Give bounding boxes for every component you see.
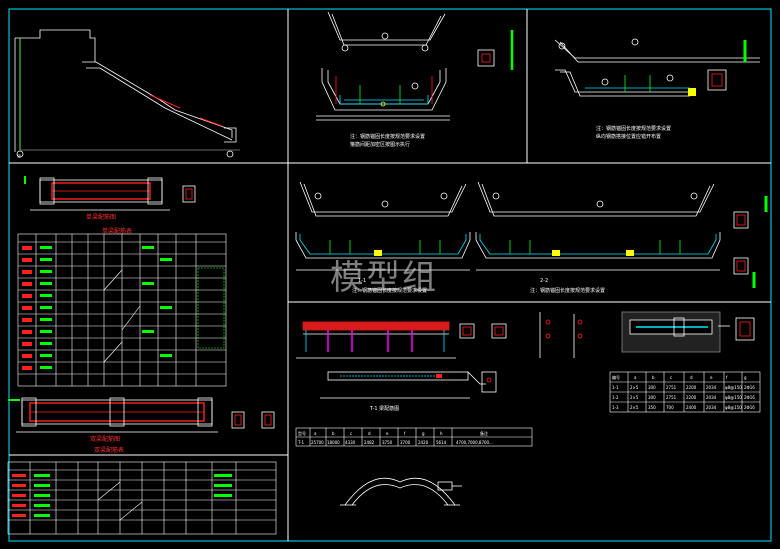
rt-2-5: 2034 bbox=[706, 395, 717, 400]
bt-r1: 25700 bbox=[311, 440, 324, 445]
svg-text:①: ① bbox=[17, 154, 22, 160]
rt-3-2: 350 bbox=[648, 405, 656, 410]
rt-1-4: 2200 bbox=[686, 385, 697, 390]
rt-1-5: 2034 bbox=[706, 385, 717, 390]
svg-text:注：钢筋锚固长度按规范要求设置: 注：钢筋锚固长度按规范要求设置 bbox=[596, 125, 671, 132]
bt-h9: 备注 bbox=[480, 430, 488, 436]
rt-3-4: 2400 bbox=[686, 405, 697, 410]
bt-r7: 2420 bbox=[418, 440, 429, 445]
rt-0-6: f bbox=[726, 375, 728, 380]
table-2-title: 双梁配筋表 bbox=[94, 447, 125, 454]
rt-0-2: b bbox=[652, 375, 655, 380]
rt-2-3: 2751 bbox=[666, 395, 677, 400]
bottom-table-text: 型号 a b c d e f g h 备注 T-1 25700 18000 43… bbox=[297, 430, 493, 445]
rt-2-4: 2200 bbox=[686, 395, 697, 400]
rt-0-7: g bbox=[744, 375, 747, 380]
arch-detail bbox=[340, 477, 462, 506]
svg-text:箍筋间距加密区按图示执行: 箍筋间距加密区按图示执行 bbox=[350, 141, 410, 148]
bt-h6: f bbox=[404, 431, 406, 436]
trough-section-2 bbox=[554, 38, 760, 97]
rt-0-0: 编号 bbox=[612, 374, 620, 380]
rt-3-7: 2Φ16 bbox=[744, 405, 755, 410]
bt-r0: T-1 bbox=[297, 440, 305, 445]
beam-rebar-drawing-1 bbox=[24, 176, 196, 211]
bt-h5: e bbox=[386, 431, 389, 436]
table-1-green-cells bbox=[40, 246, 172, 369]
table-1-title: 单梁配筋表 bbox=[102, 228, 133, 235]
rt-1-1: 2×5 bbox=[630, 385, 639, 390]
anchor-detail bbox=[539, 311, 755, 358]
beam-rebar-drawing-2 bbox=[8, 397, 275, 433]
svg-text:2-2: 2-2 bbox=[540, 278, 548, 284]
right-table-text: 编号 a b c d e f g 1-1 2×5 300 2751 2200 2… bbox=[612, 374, 755, 410]
rt-2-1: 2×5 bbox=[630, 395, 639, 400]
svg-text:T-1 梁配筋图: T-1 梁配筋图 bbox=[369, 405, 399, 412]
rt-3-5: 2034 bbox=[706, 405, 717, 410]
frame-elevation bbox=[296, 321, 507, 399]
rt-2-7: 2Φ16 bbox=[744, 395, 755, 400]
rt-1-3: 2751 bbox=[666, 385, 677, 390]
bt-h7: g bbox=[422, 431, 425, 436]
beam-1-caption: 单梁配筋图 bbox=[86, 214, 117, 221]
svg-text:纵向钢筋搭接位置应错开布置: 纵向钢筋搭接位置应错开布置 bbox=[596, 133, 661, 140]
rt-0-3: c bbox=[670, 375, 672, 380]
bt-h1: a bbox=[314, 431, 317, 436]
svg-text:注：钢筋锚固长度按规范要求设置: 注：钢筋锚固长度按规范要求设置 bbox=[350, 133, 425, 140]
bottom-data-table bbox=[295, 427, 533, 447]
bt-r9: 4700,7000,8700... bbox=[456, 440, 493, 445]
table-1-red-cells bbox=[22, 246, 32, 370]
svg-text:注：钢筋锚固长度按规范要求设置: 注：钢筋锚固长度按规范要求设置 bbox=[352, 287, 427, 294]
rt-3-6: φ8@150 bbox=[725, 405, 742, 410]
bt-h3: c bbox=[350, 431, 352, 436]
svg-text:1-1: 1-1 bbox=[358, 278, 366, 284]
bt-r5: 3750 bbox=[382, 440, 393, 445]
beam-rebar-table-1 bbox=[17, 233, 227, 387]
stair-elevation: ① bbox=[14, 29, 240, 160]
bt-h8: h bbox=[440, 431, 443, 436]
rt-3-0: 1-3 bbox=[612, 405, 619, 410]
beam-2-caption: 双梁配筋图 bbox=[90, 436, 121, 443]
beam-rebar-table-2 bbox=[7, 461, 277, 535]
rt-2-6: φ8@150 bbox=[725, 395, 742, 400]
rt-0-4: d bbox=[690, 375, 693, 380]
trough-section-1 bbox=[316, 11, 514, 121]
watermark: 模型组 bbox=[330, 258, 438, 298]
rt-3-1: 2×5 bbox=[630, 405, 639, 410]
bt-h4: d bbox=[368, 431, 371, 436]
rt-3-3: 700 bbox=[666, 405, 674, 410]
rt-0-1: a bbox=[634, 375, 637, 380]
bt-h2: b bbox=[332, 431, 335, 436]
rt-1-7: 2Φ16 bbox=[744, 385, 755, 390]
sheet-frame bbox=[8, 8, 772, 542]
double-trough-sections bbox=[295, 181, 768, 288]
rt-0-5: e bbox=[710, 375, 713, 380]
bt-h0: 型号 bbox=[298, 430, 306, 436]
bt-r6: 3700 bbox=[400, 440, 411, 445]
rt-2-0: 1-2 bbox=[612, 395, 619, 400]
svg-text:注：钢筋锚固长度按规范要求设置: 注：钢筋锚固长度按规范要求设置 bbox=[530, 287, 605, 294]
rt-1-0: 1-1 bbox=[612, 385, 619, 390]
bt-r4: 2482 bbox=[364, 440, 375, 445]
bt-r2: 18000 bbox=[327, 440, 340, 445]
bt-r3: 4330 bbox=[345, 440, 356, 445]
bt-r8: 5614 bbox=[436, 440, 447, 445]
table-2-colored-cells bbox=[12, 474, 232, 517]
rt-2-2: 300 bbox=[648, 395, 656, 400]
rt-1-6: φ8@150 bbox=[725, 385, 742, 390]
rt-1-2: 300 bbox=[648, 385, 656, 390]
right-data-table bbox=[609, 371, 761, 413]
